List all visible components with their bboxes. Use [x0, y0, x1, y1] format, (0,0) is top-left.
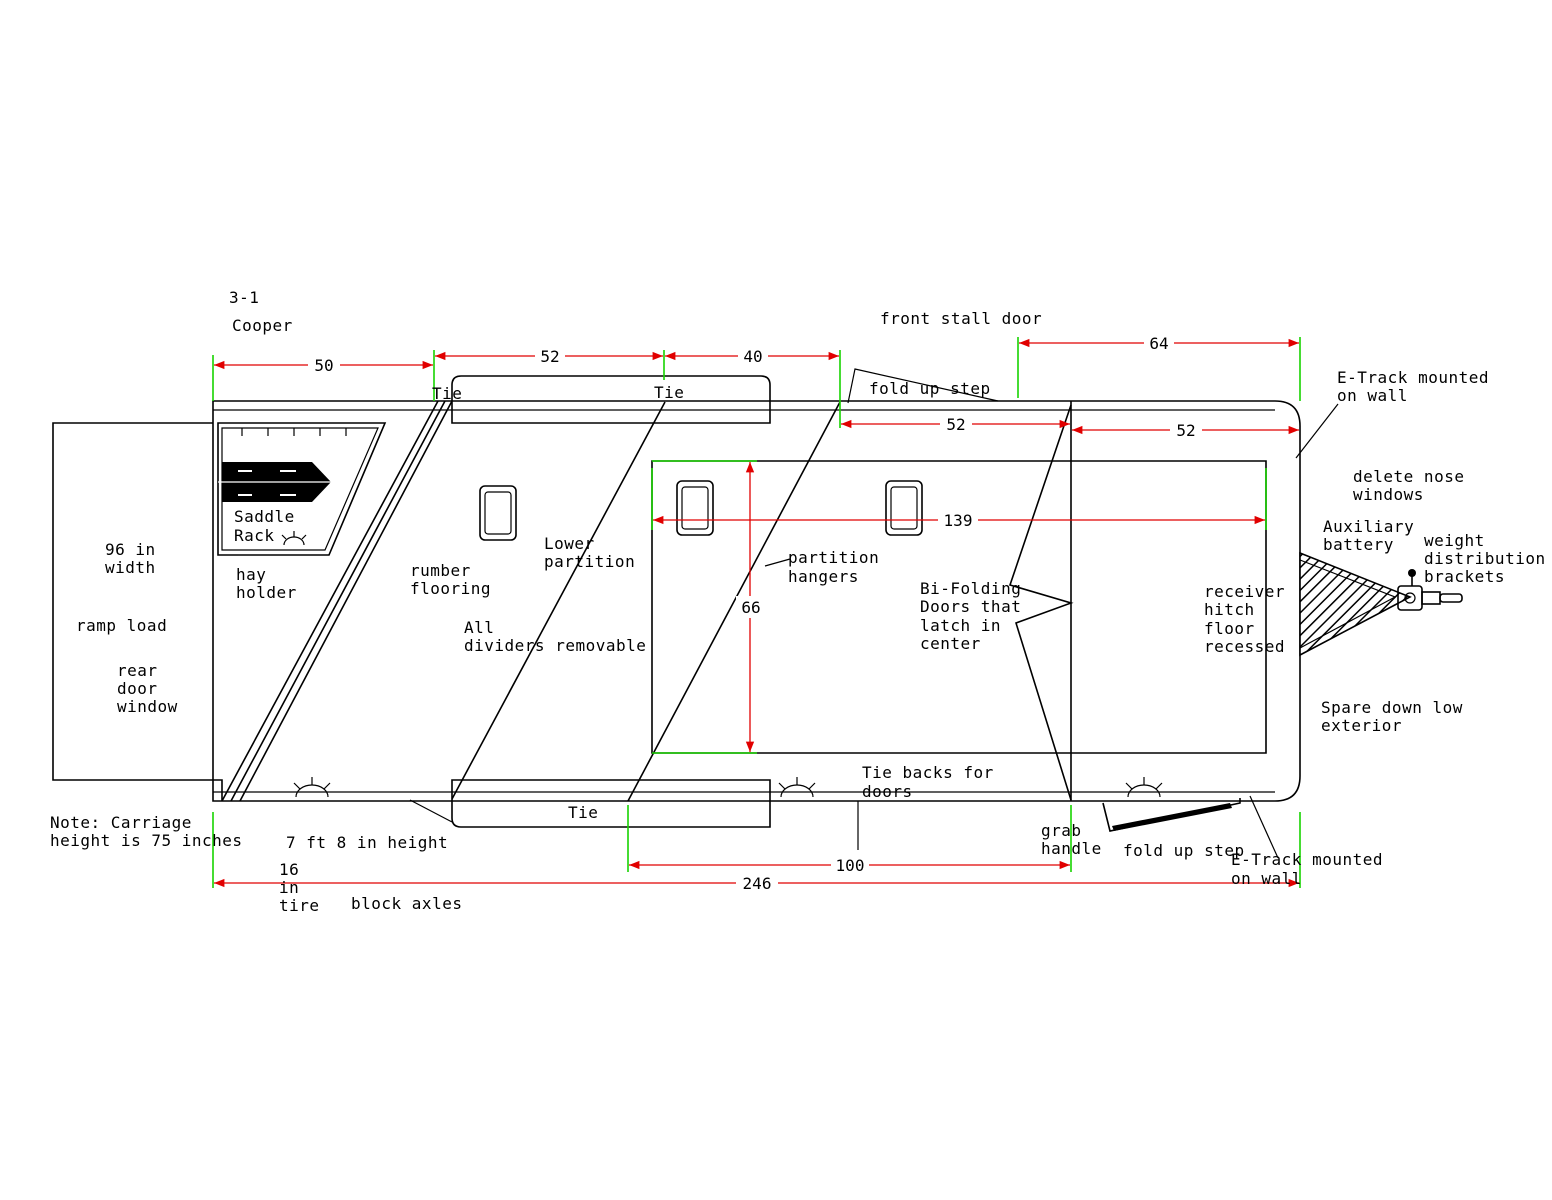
- rubber-flooring-label-1: rumber: [410, 561, 471, 580]
- rubber-flooring-label-2: flooring: [410, 579, 491, 598]
- rear-door-window-label-3: window: [117, 697, 178, 716]
- delete-nose-label-1: delete nose: [1353, 467, 1464, 486]
- dim-overall-length: 246: [743, 874, 772, 893]
- lower-window-box: [451, 779, 771, 828]
- hitch-tongue: [1299, 551, 1463, 657]
- tire-label-3: tire: [279, 896, 320, 915]
- dim-front-door-inner: 52: [946, 415, 965, 434]
- weight-dist-label-1: weight: [1424, 531, 1485, 550]
- partition-hangers-label-2: hangers: [788, 567, 859, 586]
- fold-up-step-top-label: fold up step: [869, 379, 991, 398]
- bi-folding-label-1: Bi-Folding: [920, 579, 1021, 598]
- divider-extension: [409, 799, 453, 823]
- bi-folding-label-2: Doors that: [920, 597, 1021, 616]
- front-stall-door-label: front stall door: [880, 309, 1042, 328]
- tie-label-2: Tie: [654, 383, 684, 402]
- etrack-top-label-1: E-Track mounted: [1337, 368, 1489, 387]
- dim-rear-tack: 50: [314, 356, 333, 375]
- dim-stall-2: 40: [743, 347, 762, 366]
- tire-label-2: in: [279, 878, 299, 897]
- dim-floor-length: 139: [944, 511, 973, 530]
- weight-dist-label-3: brackets: [1424, 567, 1505, 586]
- width-label-2: width: [105, 558, 156, 577]
- model-label: 3-1: [229, 288, 259, 307]
- receiver-hitch-label-3: floor: [1204, 619, 1255, 638]
- lower-partition-label-1: Lower: [544, 534, 595, 553]
- etrack-top-label-2: on wall: [1337, 386, 1408, 405]
- tie-label-bottom: Tie: [568, 803, 598, 822]
- aux-battery-label-1: Auxiliary: [1323, 517, 1414, 536]
- trailer-outline: [52, 400, 1301, 802]
- hay-holder-label-2: holder: [236, 583, 297, 602]
- bi-folding-label-4: center: [920, 634, 981, 653]
- height-label: 7 ft 8 in height: [286, 833, 448, 852]
- dim-stall-1: 52: [540, 347, 559, 366]
- hay-holder-label-1: hay: [236, 565, 266, 584]
- etrack-bottom-label-1: E-Track mounted: [1231, 850, 1383, 869]
- rear-divider: [221, 400, 453, 802]
- dim-floor-width: 66: [741, 598, 760, 617]
- fold-up-step-bottom-label: fold up step: [1123, 841, 1245, 860]
- spare-label-2: exterior: [1321, 716, 1402, 735]
- all-dividers-label-2: dividers removable: [464, 636, 646, 655]
- extension-lines: [212, 337, 1301, 888]
- spare-label-1: Spare down low: [1321, 698, 1463, 717]
- block-axles-label: block axles: [351, 894, 462, 913]
- wheel-markers: [281, 531, 1163, 798]
- receiver-hitch-label-2: hitch: [1204, 600, 1255, 619]
- saddle-rack-label-1: Saddle: [234, 507, 295, 526]
- width-label-1: 96 in: [105, 540, 156, 559]
- weight-dist-label-2: distribution: [1424, 549, 1546, 568]
- bi-folding-label-3: latch in: [920, 616, 1001, 635]
- bi-folding-doors: [1008, 401, 1074, 801]
- stall-windows: [479, 480, 923, 541]
- divider-2: [627, 401, 841, 802]
- customer-label: Cooper: [232, 316, 293, 335]
- partition-hangers-label-1: partition: [788, 548, 879, 567]
- aux-battery-label-2: battery: [1323, 535, 1394, 554]
- note-carriage-label-1: Note: Carriage: [50, 813, 192, 832]
- receiver-hitch-label-4: recessed: [1204, 637, 1285, 656]
- dim-front-door-top: 64: [1149, 334, 1168, 353]
- partition-leader: [764, 558, 791, 567]
- upper-window-box: [451, 375, 771, 424]
- dim-nose-inner: 52: [1176, 421, 1195, 440]
- etrack-leader-top: [1295, 403, 1339, 459]
- fold-up-step-bottom: [1102, 798, 1241, 832]
- etrack-bottom-label-2: on wall: [1231, 869, 1302, 888]
- tire-label-1: 16: [279, 860, 299, 879]
- all-dividers-label-1: All: [464, 618, 494, 637]
- grab-handle-label-1: grab: [1041, 821, 1082, 840]
- grab-handle-label-2: handle: [1041, 839, 1102, 858]
- saddle-rack: [217, 422, 387, 556]
- dim-door-span: 100: [836, 856, 865, 875]
- rear-door-window-label-1: rear: [117, 661, 158, 680]
- ramp-load-label: ramp load: [76, 616, 167, 635]
- tie-backs-label-2: doors: [862, 782, 913, 801]
- etrack-leader-bottom: [1249, 795, 1279, 859]
- floor-rectangle: [651, 460, 1267, 754]
- tie-backs-label-1: Tie backs for: [862, 763, 994, 782]
- lower-partition-label-2: partition: [544, 552, 635, 571]
- rear-door-window-label-2: door: [117, 679, 158, 698]
- delete-nose-label-2: windows: [1353, 485, 1424, 504]
- tie-label-1: Tie: [432, 384, 462, 403]
- saddle-rack-label-2: Rack: [234, 526, 275, 545]
- divider-1: [451, 401, 666, 800]
- note-carriage-label-2: height is 75 inches: [50, 831, 243, 850]
- receiver-hitch-label-1: receiver: [1204, 582, 1285, 601]
- fold-up-step-top: [847, 368, 999, 404]
